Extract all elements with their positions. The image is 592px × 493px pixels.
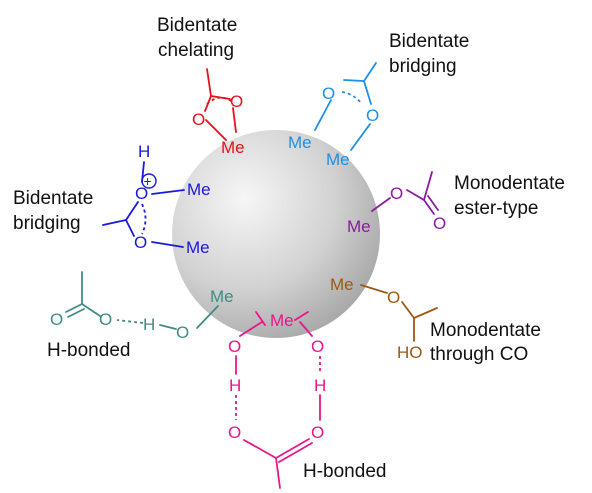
bridging-top-me-2: Me xyxy=(326,150,350,169)
hbond-left-o-acid: O xyxy=(99,310,112,329)
bridging-top-o-right: O xyxy=(366,106,379,125)
bidentate-bridging-left-group: H + O Me O Me xyxy=(102,142,211,257)
label-bidentate-bridging-top-line2: bridging xyxy=(389,56,457,77)
label-monodentate-co-line2: through CO xyxy=(430,344,528,365)
hbonded-bottom-group: Me O O H H O O xyxy=(228,311,326,489)
bridging-left-me-bottom: Me xyxy=(186,238,210,257)
monodentate-co-group: Me O HO xyxy=(330,275,438,362)
hbonded-left-group: Me O H O O xyxy=(50,271,234,342)
co-o: O xyxy=(387,288,400,307)
hbond-bottom-o-acid-right: O xyxy=(311,423,324,442)
label-bidentate-chelating-line1: Bidentate xyxy=(157,15,237,36)
ester-o-single: O xyxy=(390,184,403,203)
hbond-left-h: H xyxy=(143,315,155,334)
hbond-bottom-me: Me xyxy=(270,311,294,330)
label-hbonded-left: H-bonded xyxy=(47,340,130,361)
chelating-me: Me xyxy=(221,138,245,157)
hbond-left-me: Me xyxy=(210,287,234,306)
bridging-left-h: H xyxy=(138,142,150,161)
bridging-left-o-top: O xyxy=(135,184,148,203)
hbond-left-o-surface: O xyxy=(176,323,189,342)
label-monodentate-ester-line1: Monodentate xyxy=(454,173,565,194)
bidentate-chelating-group: O O Me xyxy=(192,68,245,157)
positive-charge-icon xyxy=(141,173,157,189)
hbond-bottom-o-acid-left: O xyxy=(228,423,241,442)
bridging-top-o-left: O xyxy=(322,84,335,103)
bridging-left-o-bottom: O xyxy=(134,233,147,252)
hbond-bottom-o-left: O xyxy=(228,337,241,356)
hbond-left-o-double: O xyxy=(50,310,63,329)
label-monodentate-co-line1: Monodentate xyxy=(430,320,541,341)
monodentate-ester-group: Me O O xyxy=(347,171,446,236)
label-monodentate-ester-line2: ester-type xyxy=(454,198,538,219)
co-me: Me xyxy=(330,275,354,294)
ester-me: Me xyxy=(347,217,371,236)
bridging-top-me-1: Me xyxy=(288,133,312,152)
label-bidentate-chelating-line2: chelating xyxy=(158,40,234,61)
label-hbonded-bottom: H-bonded xyxy=(303,461,386,482)
chelating-o-top: O xyxy=(230,92,243,111)
label-bidentate-bridging-left-line1: Bidentate xyxy=(13,188,93,209)
bridging-left-me-top: Me xyxy=(187,180,211,199)
label-bidentate-bridging-left-line2: bridging xyxy=(13,213,81,234)
hbond-bottom-h-left: H xyxy=(229,376,241,395)
ester-o-double: O xyxy=(433,214,446,233)
hbond-bottom-h-right: H xyxy=(314,376,326,395)
positive-charge-sign: + xyxy=(144,173,152,189)
bidentate-bridging-top-group: O O Me Me xyxy=(288,62,379,169)
chelating-o-left: O xyxy=(192,110,205,129)
label-bidentate-bridging-top-line1: Bidentate xyxy=(389,31,469,52)
hbond-bottom-o-right: O xyxy=(311,337,324,356)
metal-oxide-particle xyxy=(172,130,380,338)
co-ho: HO xyxy=(397,343,423,362)
